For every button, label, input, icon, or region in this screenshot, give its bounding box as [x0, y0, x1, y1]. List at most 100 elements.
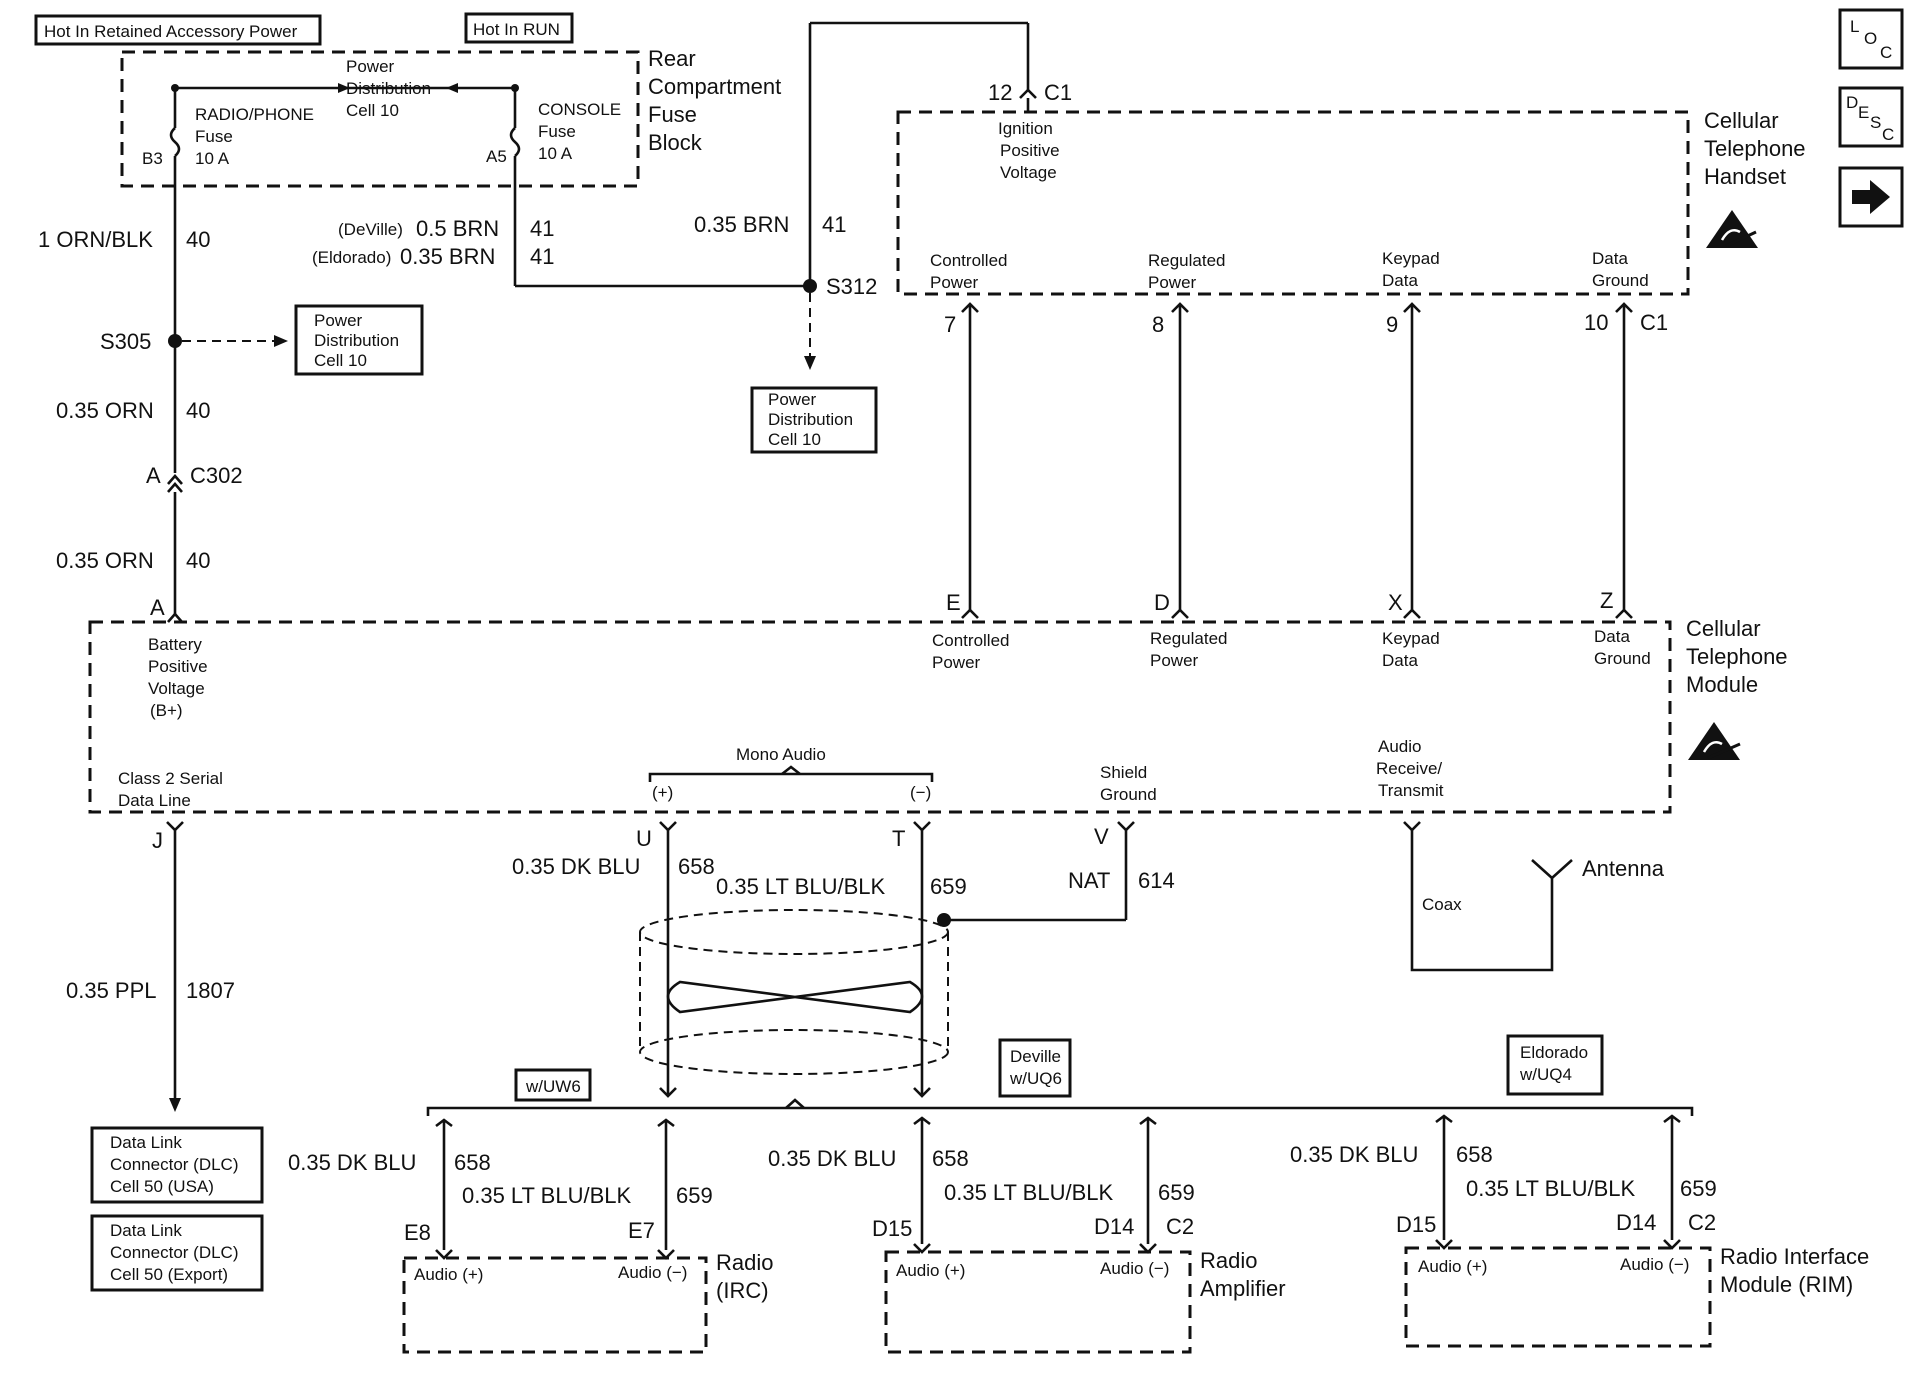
c1b-label: C1 — [1640, 310, 1668, 335]
rim-658: 658 — [1456, 1142, 1493, 1167]
b3-label: B3 — [142, 149, 163, 168]
pU-connector-icon — [659, 821, 677, 832]
loc-c: C — [1880, 43, 1892, 62]
deville-num: 41 — [530, 216, 554, 241]
pdc-mid-1: Power — [768, 390, 817, 409]
w1-color: 1 ORN/BLK — [38, 227, 153, 252]
radio-fuse-2: Fuse — [195, 127, 233, 146]
pdc-mid-2: Distribution — [768, 410, 853, 429]
eldorado-box[interactable] — [1506, 1034, 1604, 1096]
m-controlled-1: Controlled — [932, 631, 1010, 650]
m-controlled-2: Power — [932, 653, 981, 672]
deville-box[interactable] — [998, 1038, 1072, 1098]
amp-audio-plus: Audio (+) — [896, 1261, 965, 1280]
audio-rt-2: Receive/ — [1376, 759, 1442, 778]
pin12-connector-icon — [1019, 88, 1037, 99]
console-fuse-3: 10 A — [538, 144, 573, 163]
eldorado-uq4-2: w/UQ4 — [1519, 1065, 1572, 1084]
uw6-box[interactable] — [514, 1068, 592, 1102]
desc-c: C — [1882, 125, 1894, 144]
handset-name-2: Telephone — [1704, 136, 1806, 161]
rim-d15: D15 — [1396, 1212, 1436, 1237]
radio-fuse-1: RADIO/PHONE — [195, 105, 314, 124]
m-dg-1: Data — [1594, 627, 1630, 646]
deville-uq6-2: w/UQ6 — [1009, 1069, 1062, 1088]
c302-a: A — [146, 463, 161, 488]
brn-main-color: 0.35 BRN — [694, 212, 789, 237]
pE-connector-icon — [961, 608, 979, 619]
desc-button[interactable]: D E S C — [1838, 86, 1904, 148]
dlc-usa-box[interactable] — [90, 1126, 264, 1204]
loc-l: L — [1850, 17, 1859, 36]
minus-label: (−) — [910, 783, 931, 802]
irc-e8: E8 — [404, 1220, 431, 1245]
antenna-icon — [1531, 859, 1573, 880]
irc-ltblu: 0.35 LT BLU/BLK — [462, 1183, 632, 1208]
desc-e: E — [1858, 103, 1869, 122]
ppl-color: 0.35 PPL — [66, 978, 157, 1003]
audio-rt-3: Transmit — [1378, 781, 1444, 800]
pdc-box-mid[interactable] — [750, 386, 878, 454]
c302-connector-bottom-icon — [167, 482, 183, 493]
hs-dg-1: Data — [1592, 249, 1628, 268]
loc-button[interactable]: L O C — [1838, 8, 1904, 70]
hs-controlled-1: Controlled — [930, 251, 1008, 270]
pair-right-end-icon — [913, 1087, 931, 1098]
pX-label: X — [1388, 590, 1403, 615]
coax-label: Coax — [1422, 895, 1462, 914]
n614-label: 614 — [1138, 868, 1175, 893]
mono-audio-brace-tip — [781, 765, 801, 776]
s312-label: S312 — [826, 274, 877, 299]
dlc-export-1: Data Link — [110, 1221, 182, 1240]
bus-arrow-left-icon — [446, 83, 458, 93]
m-keypad-1: Keypad — [1382, 629, 1440, 648]
deville-color: 0.5 BRN — [416, 216, 499, 241]
amp-audio-minus: Audio (−) — [1100, 1259, 1169, 1278]
handset-name-3: Handset — [1704, 164, 1786, 189]
module-a-connector-icon — [167, 612, 183, 623]
fuse-block-name-2: Compartment — [648, 74, 781, 99]
pZ-label: Z — [1600, 588, 1613, 613]
hot-run-box — [464, 12, 574, 44]
mono-audio-label: Mono Audio — [736, 745, 826, 764]
next-button[interactable] — [1838, 166, 1904, 228]
ignition-1: Ignition — [998, 119, 1053, 138]
p8-label: 8 — [1152, 312, 1164, 337]
s312-arrow-icon — [804, 356, 816, 370]
hs-keypad-1: Keypad — [1382, 249, 1440, 268]
eldorado-uq4-1: Eldorado — [1520, 1043, 1588, 1062]
hs-regulated-1: Regulated — [1148, 251, 1226, 270]
m-regulated-1: Regulated — [1150, 629, 1228, 648]
console-fuse-icon — [509, 127, 521, 157]
c302-label: C302 — [190, 463, 243, 488]
amp-d15-connector-icon — [913, 1243, 931, 1254]
pV-label: V — [1094, 824, 1109, 849]
pV-connector-icon — [1117, 821, 1135, 832]
rear-fuse-block: Power Distribution Cell 10 RADIO/PHONE F… — [120, 46, 781, 188]
pdc-box-left[interactable] — [294, 304, 424, 376]
s305-splice — [168, 334, 182, 348]
rim-c2: C2 — [1688, 1210, 1716, 1235]
eldorado-num: 41 — [530, 244, 554, 269]
pdc-left-3: Cell 10 — [314, 351, 367, 370]
handset-outline — [896, 110, 1690, 296]
loc-button-frame[interactable] — [1838, 8, 1904, 70]
branch-distribution: w/UW6 Deville w/UQ6 Eldorado w/UQ4 — [426, 1034, 1694, 1116]
cellular-module: E D X Z Controlled Power Regulated Power… — [88, 588, 1788, 814]
s305-label: S305 — [100, 329, 151, 354]
irc-e8-connector-icon — [435, 1249, 453, 1260]
pD-label: D — [1154, 590, 1170, 615]
irc-audio-plus: Audio (+) — [414, 1265, 483, 1284]
desc-s: S — [1870, 113, 1881, 132]
irc-659: 659 — [676, 1183, 713, 1208]
rim-name-1: Radio Interface — [1720, 1244, 1869, 1269]
right-arrow-icon — [1852, 180, 1890, 214]
pdc-left-1: Power — [314, 311, 363, 330]
module-a-label: A — [150, 595, 165, 620]
fb-pdc-1: Power — [346, 57, 395, 76]
rim-d14-connector-icon — [1663, 1239, 1681, 1250]
m-dg-2: Ground — [1594, 649, 1651, 668]
a5-label: A5 — [486, 147, 507, 166]
dlc-export-box[interactable] — [90, 1214, 264, 1292]
desc-button-frame[interactable] — [1838, 86, 1904, 148]
